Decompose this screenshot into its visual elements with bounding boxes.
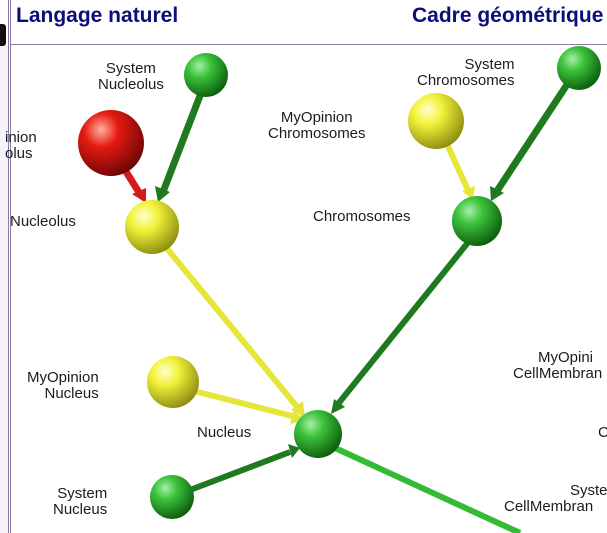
label-line: inion [5,129,37,146]
label-chromosomes: Chromosomes [313,208,411,225]
label-line: CellMembran [513,365,603,382]
label-myopinion-cellmembrane: MyOpini CellMembran [513,350,602,382]
panel-border-inner [10,0,11,533]
label-line: Nucleus [53,501,108,518]
edge-opinion-nucleolus-to-nucleolus [122,168,146,203]
label-system-cellmembrane: Syste CellMembran [504,483,607,515]
edge-system-nucleolus-to-nucleolus [155,86,207,202]
label-nucleolus: Nucleolus [10,213,76,230]
header-divider [10,44,607,45]
label-line: System [464,56,515,73]
label-myopinion-nucleus: MyOpinion Nucleus [27,370,99,402]
node-chromosomes[interactable] [452,196,502,246]
label-line: Chromosomes [417,72,515,89]
label-line: Nucleus [44,385,99,402]
label-myopinion-chromosomes: MyOpinion Chromosomes [268,110,366,142]
label-line: CellMembran [504,498,594,515]
node-opinion-nucleolus[interactable] [78,110,144,176]
label-system-nucleolus: System Nucleolus [98,61,164,93]
panel-border-left [8,0,9,533]
label-line: MyOpini [538,349,594,366]
left-panel-handle [0,24,6,46]
edge-nucleus-to-cellmembrane [333,445,522,533]
node-system-chromosomes[interactable] [557,46,601,90]
node-myopinion-nucleus[interactable] [147,356,199,408]
node-myopinion-chromosomes[interactable] [408,93,464,149]
node-system-nucleolus[interactable] [184,53,228,97]
label-opinion-nucleolus: inion olus [5,130,37,162]
node-nucleolus[interactable] [125,200,179,254]
label-line: System [105,60,156,77]
label-line: Nucleolus [98,76,164,93]
label-line: Syste [570,482,607,499]
edge-nucleolus-to-nucleus [157,238,305,418]
label-system-nucleus: System Nucleus [53,486,107,518]
node-system-nucleus[interactable] [150,475,194,519]
label-line: Chromosomes [268,125,366,142]
edge-myopinion-chromosomes-to-chromosomes [442,138,475,200]
edge-system-chromosomes-to-chromosomes [490,78,573,201]
label-line: MyOpinion [27,369,99,386]
edge-chromosomes-to-nucleus [331,238,473,414]
label-system-chromosomes: System Chromosomes [417,57,515,89]
left-panel-strip [0,46,8,533]
label-nucleus: Nucleus [197,424,252,441]
label-line: MyOpinion [280,109,353,126]
label-cell-partial: C [598,424,607,441]
node-nucleus[interactable] [294,410,342,458]
header-right-title: Cadre géométrique [412,4,604,27]
label-line: olus [5,145,33,162]
header-left-title: Langage naturel [16,4,179,27]
edge-system-nucleus-to-nucleus [188,444,300,493]
label-line: System [57,485,108,502]
